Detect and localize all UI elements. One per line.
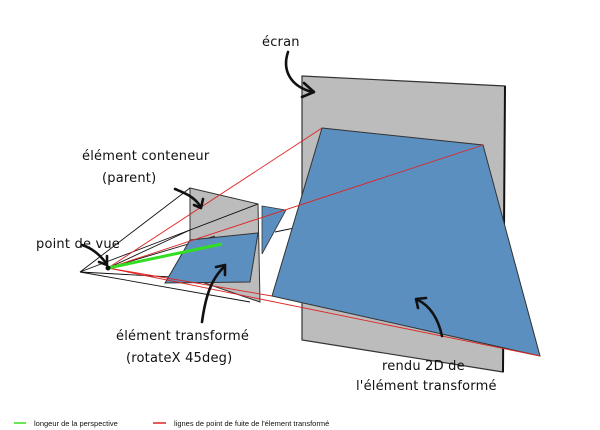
pointer-arrows	[80, 50, 444, 338]
vanishing-lines	[107, 127, 541, 357]
transformed-label-line2: (rotateX 45deg)	[126, 351, 232, 366]
screen-arrow	[284, 50, 314, 94]
viewpoint-label: point de vue	[36, 237, 120, 252]
legend: longeur de la perspective lignes de poin…	[14, 419, 329, 428]
screen-arrow-head	[300, 81, 316, 99]
render-label-line1: rendu 2D de	[382, 359, 465, 374]
transformed-element-projection	[261, 205, 287, 255]
viewpoint-arrow-head	[97, 254, 109, 267]
container-label-line1: élément conteneur	[82, 149, 210, 164]
viewpoint-arrow	[80, 243, 108, 265]
transformed-element	[164, 232, 259, 284]
render-arrow	[416, 298, 444, 338]
screen-label: écran	[262, 35, 300, 50]
container-label-line2: (parent)	[102, 171, 156, 186]
legend-vanishing-label: lignes de point de fuite de l'élement tr…	[174, 419, 329, 428]
container-arrow-head	[192, 197, 205, 210]
container-arrow	[173, 187, 202, 208]
legend-perspective-label: longeur de la perspective	[34, 419, 118, 428]
render-arrow-head	[414, 296, 428, 310]
transformed-label-line1: élément transformé	[116, 329, 249, 344]
transformed-arrow	[200, 265, 226, 324]
perspective-length-line	[107, 242, 223, 270]
transformed-arrow-head	[214, 263, 227, 277]
render-label-line2: l'élément transformé	[356, 379, 497, 394]
point-of-view-marker	[105, 265, 111, 271]
